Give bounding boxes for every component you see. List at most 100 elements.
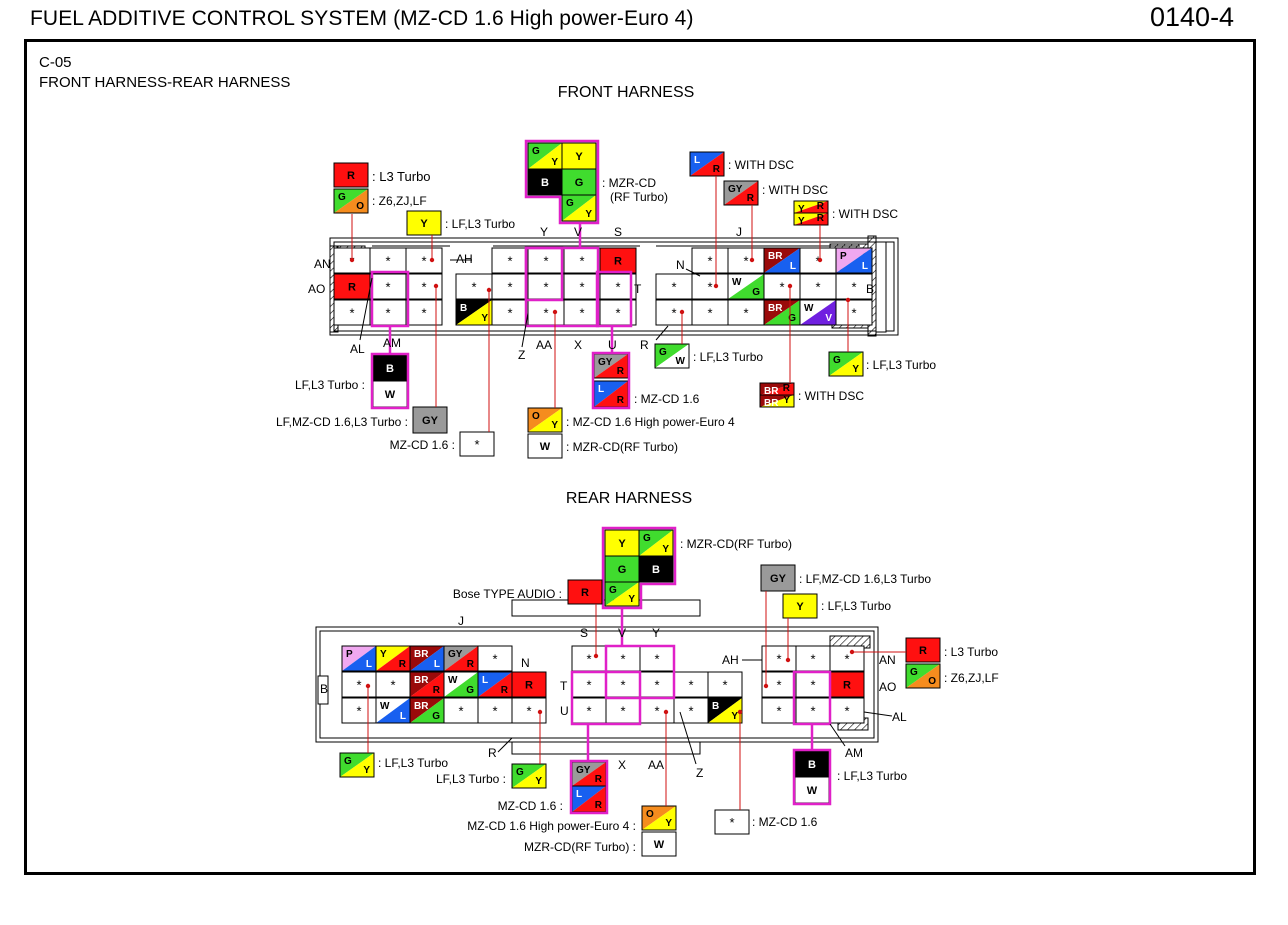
leader-dot (763, 683, 769, 689)
rear-pin-left: * (341, 671, 377, 698)
legend-swatch: Y (782, 593, 818, 619)
legend-swatch: GW (654, 343, 690, 369)
rear-pin-right: R (829, 671, 865, 698)
pin-unused-mark: * (779, 280, 784, 295)
pin-unused-mark: * (671, 280, 676, 295)
wire-color-code: Y (535, 776, 542, 787)
front-pin-right: * (835, 273, 873, 300)
front-pin-right: * (691, 273, 729, 300)
pin-label: AH (456, 252, 473, 266)
wire-color-code: R (817, 201, 825, 212)
pin-unused-mark: * (543, 280, 548, 295)
pin-label: J (458, 614, 464, 628)
front-pin-left: * (369, 299, 407, 326)
label: : LF,L3 Turbo (866, 358, 936, 372)
legend-swatch: GY (527, 142, 563, 170)
wire-color-code: Y (575, 151, 583, 163)
pin-unused-mark: * (851, 306, 856, 321)
wire-color-code: L (434, 659, 440, 670)
wire-color-code: Y (662, 544, 669, 555)
front-pin-middle: * (491, 247, 529, 274)
front-pin-middle: * (491, 273, 529, 300)
wire-color-code: G (609, 585, 617, 596)
wire-color-code: R (783, 383, 791, 394)
pin-unused-mark: * (526, 704, 531, 719)
leader-dot (845, 297, 851, 303)
pin-label: AO (879, 680, 896, 694)
wire-color-code: BR (414, 649, 429, 660)
rear-pin-left: YR (375, 645, 411, 672)
wire-color-code: O (356, 201, 364, 212)
pin-unused-mark: * (776, 652, 781, 667)
rear-harness-title: REAR HARNESS (566, 490, 692, 507)
wire-color-code: G (432, 711, 440, 722)
pin-unused-mark: * (579, 306, 584, 321)
wire-color-code: B (541, 177, 549, 189)
pin-unused-mark: * (743, 254, 748, 269)
legend-swatch: GY (561, 194, 597, 222)
wire-color-code: BR (764, 398, 779, 409)
wire-color-code: Y (798, 204, 805, 215)
connector-name: FRONT HARNESS-REAR HARNESS (39, 74, 291, 91)
legend-swatch: GYR (723, 180, 759, 206)
wire-color-code: L (366, 659, 372, 670)
legend-swatch: GY (412, 406, 448, 434)
pin-label: AO (308, 282, 325, 296)
rear-pin-middle: * (673, 671, 709, 698)
front-harness-title: FRONT HARNESS (558, 84, 695, 101)
wire-color-code: L (576, 789, 582, 800)
legend-swatch: R (567, 579, 603, 605)
wire-color-code: L (482, 675, 488, 686)
pin-label: U (608, 338, 617, 352)
pin-unused-mark: * (421, 306, 426, 321)
pin-unused-mark: * (815, 280, 820, 295)
pin-unused-mark: * (654, 704, 659, 719)
front-pin-middle: R (599, 247, 637, 274)
label: : MZ-CD 1.6 (634, 392, 700, 406)
wire-color-code: G (566, 198, 574, 209)
rear-pin-left: GYR (443, 645, 479, 672)
wire-color-code: GY (422, 415, 439, 427)
legend-swatch: OY (527, 407, 563, 433)
wire-color-code: Y (551, 420, 558, 431)
legend-swatch: GO (905, 663, 941, 689)
wire-color-code: R (617, 366, 625, 377)
wire-color-code: R (614, 256, 622, 268)
pin-unused-mark: * (507, 280, 512, 295)
front-pin-left: * (405, 299, 443, 326)
wire-color-code: W (732, 277, 742, 288)
pin-unused-mark: * (707, 254, 712, 269)
wire-color-code: G (618, 564, 627, 576)
legend-swatch: W (794, 776, 830, 804)
wire-color-code: B (652, 564, 660, 576)
pin-unused-mark: * (743, 306, 748, 321)
rear-pin-left: * (443, 697, 479, 724)
wire-color-code: W (448, 675, 458, 686)
leader-dot (365, 683, 371, 689)
pin-label: Z (518, 348, 525, 362)
wire-color-code: Y (618, 538, 626, 550)
pin-unused-mark: * (492, 704, 497, 719)
wire-color-code: BR (768, 251, 783, 262)
front-pin-right: * (727, 299, 765, 326)
wire-color-code: V (825, 313, 832, 324)
pin-label: AH (722, 653, 739, 667)
wire-color-code: G (344, 756, 352, 767)
legend-swatch: GY (638, 529, 674, 557)
pin-unused-mark: * (615, 280, 620, 295)
wire-color-code: G (833, 355, 841, 366)
wire-color-code: W (380, 701, 390, 712)
pin-unused-mark: * (586, 704, 591, 719)
leader-dot (537, 709, 543, 715)
leader-dot (429, 257, 435, 263)
label: : LF,L3 Turbo (821, 599, 891, 613)
rear-pin-left: BRG (409, 697, 445, 724)
wire-color-code: R (433, 685, 441, 696)
pin-label: R (640, 338, 649, 352)
label: : L3 Turbo (372, 169, 431, 184)
wire-color-code: R (347, 170, 355, 182)
wire-color-code: R (595, 800, 603, 811)
pin-label: V (618, 626, 626, 640)
rear-pin-right: * (795, 645, 831, 672)
